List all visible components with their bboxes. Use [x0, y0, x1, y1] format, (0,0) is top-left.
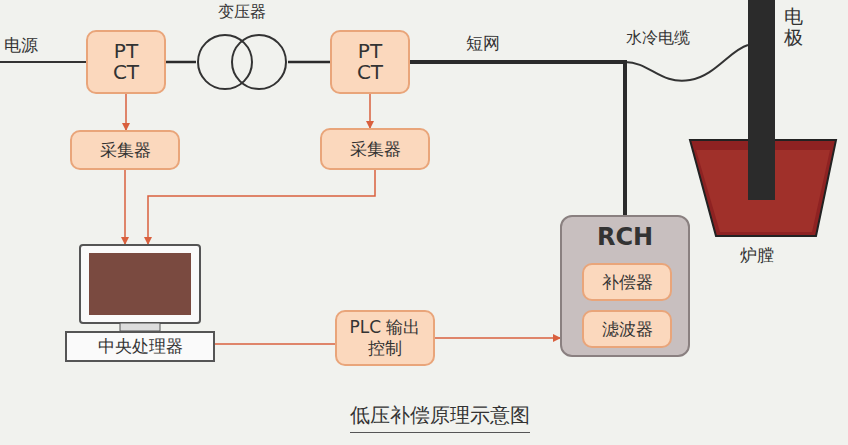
text-label: 电源: [4, 34, 38, 57]
processor-box: 中央处理器: [65, 331, 215, 362]
box-label: 滤波器: [602, 318, 653, 341]
water-cooled-cable: [625, 45, 748, 81]
power-line: [166, 61, 196, 64]
box-label: PT CT: [348, 41, 392, 83]
processor-label: 中央处理器: [98, 335, 183, 358]
signal-line: [148, 170, 375, 244]
process-box: PLC 输出控制: [335, 310, 435, 366]
transformer-coil: [232, 35, 286, 89]
process-box: 采集器: [320, 128, 430, 170]
text-label: 短网: [466, 32, 500, 55]
signal-line: [215, 343, 335, 345]
box-label: 补偿器: [602, 271, 653, 294]
supply-wire: [0, 61, 86, 63]
transformer: 变压器: [196, 2, 288, 95]
caption: 低压补偿原理示意图: [350, 402, 530, 433]
transformer-coil: [198, 35, 252, 89]
box-label: PT CT: [104, 41, 148, 83]
rch-cabinet: RCH 补偿器滤波器: [560, 215, 690, 357]
box-label: PLC 输出控制: [348, 317, 421, 360]
signal-line: [369, 94, 371, 128]
text-label: 水冷电缆: [626, 28, 690, 49]
process-box: PT CT: [86, 30, 166, 94]
monitor-screen: [89, 253, 191, 315]
monitor-frame: [80, 245, 200, 323]
box-label: 采集器: [350, 138, 401, 161]
signal-line: [435, 337, 560, 339]
process-box: 采集器: [70, 130, 180, 170]
monitor-stand: [120, 323, 160, 331]
power-line: [288, 61, 330, 64]
text-label: 炉膛: [740, 244, 774, 267]
power-line: [410, 62, 625, 215]
process-box: 补偿器: [582, 263, 672, 301]
process-box: 滤波器: [582, 310, 672, 348]
text-label: 电极: [784, 6, 803, 48]
cabinet-title: RCH: [597, 223, 653, 251]
central-processor: 中央处理器: [65, 244, 215, 362]
signal-line: [124, 170, 126, 244]
monitor-icon: [65, 244, 215, 334]
signal-line: [125, 94, 127, 130]
process-box: PT CT: [330, 30, 410, 94]
box-label: 采集器: [100, 139, 151, 162]
electrode: [748, 0, 775, 200]
transformer-label: 变压器: [218, 2, 266, 23]
